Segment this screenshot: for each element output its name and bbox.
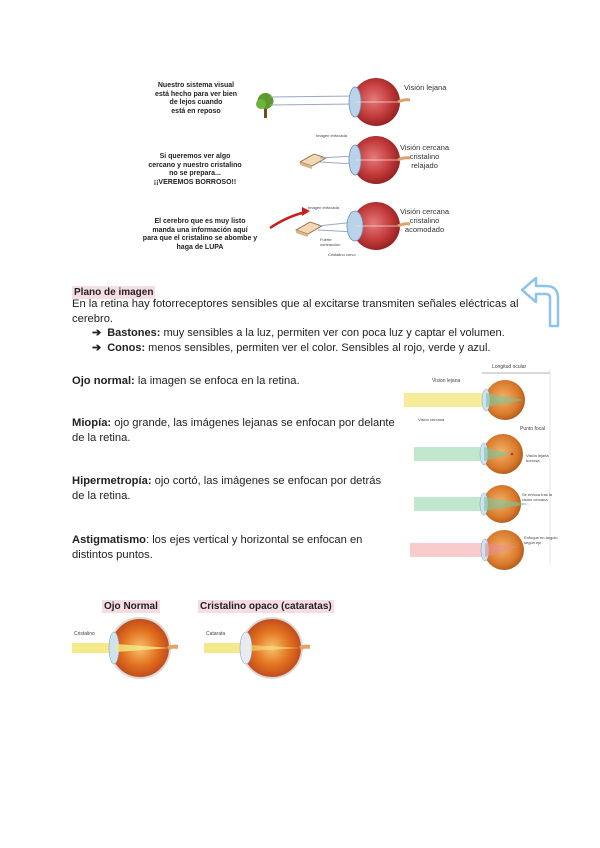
eye-icon bbox=[348, 78, 411, 126]
intro-text: En la retina hay fotorreceptores sensibl… bbox=[72, 298, 519, 325]
bullet-list: ➔ Bastones: muy sensibles a la luz, permi… bbox=[92, 326, 532, 356]
tree-icon bbox=[256, 93, 274, 118]
condition-term: Ojo normal: bbox=[72, 375, 135, 387]
condition-term: Miopía: bbox=[72, 417, 112, 429]
cataract-eye-label: Catarata bbox=[206, 631, 226, 637]
normal-eye-label: Cristalino bbox=[74, 631, 95, 637]
arrow-right-icon: ➔ bbox=[92, 327, 102, 339]
rf-label-axis: Longitud ocular bbox=[492, 364, 527, 370]
top-figure-drawing bbox=[256, 78, 411, 250]
bullet-conos: ➔ Conos: menos sensibles, permiten ver el… bbox=[92, 341, 532, 356]
book-icon bbox=[299, 153, 327, 169]
section-title: Plano de imagen bbox=[72, 286, 156, 299]
condition-desc: la imagen se enfoca en la retina. bbox=[134, 375, 300, 387]
red-arrow-icon bbox=[269, 207, 310, 230]
rf-label-hyper: Se enfoca tras la visión cercana bbox=[522, 492, 553, 502]
condition-term: Astigmatismo bbox=[72, 534, 146, 546]
row3-small-label-a: Imagen enfocada bbox=[308, 205, 339, 210]
row1-small-label: Imagen enfocada bbox=[316, 133, 347, 138]
condition-desc: ojo grande, las imágenes lejanas se enfo… bbox=[72, 417, 395, 444]
section-title-wrap: Plano de imagen bbox=[72, 282, 156, 300]
eye-icon bbox=[348, 136, 411, 184]
row3-small-label-c: Cristalino curvo bbox=[328, 252, 356, 257]
rf-label-near: Visión cercana bbox=[418, 417, 445, 422]
row3-caption: El cerebro que es muy listo manda una in… bbox=[142, 218, 258, 251]
book-icon bbox=[295, 221, 323, 237]
row2-label: Visión cercana cristalino relajado bbox=[400, 143, 450, 170]
curved-arrow-icon bbox=[520, 276, 560, 328]
rf-label-top: Vision lejana bbox=[432, 378, 461, 384]
top-figure: Nuestro sistema visual está hecho para v… bbox=[130, 70, 460, 265]
bullet-desc: muy sensibles a la luz, permiten ver con… bbox=[160, 327, 505, 339]
row2-caption: Si queremos ver algo cercano y nuestro c… bbox=[148, 153, 242, 186]
bullet-bastones: ➔ Bastones: muy sensibles a la luz, permi… bbox=[92, 326, 532, 341]
condition-miopia: Miopía: ojo grande, las imágenes lejanas… bbox=[72, 416, 397, 446]
eye-icon bbox=[72, 617, 179, 679]
eye-icon bbox=[204, 617, 311, 679]
arrow-right-icon: ➔ bbox=[92, 342, 102, 354]
row1-caption: Nuestro sistema visual está hecho para v… bbox=[154, 82, 238, 115]
eye-icon bbox=[346, 202, 411, 250]
rf-label-myopia: Visión lejana borrosa bbox=[526, 453, 549, 463]
normal-eye-title: Ojo Normal bbox=[102, 600, 160, 613]
row1-label: Visión lejana bbox=[404, 83, 447, 92]
condition-hipermetropia: Hipermetropía: ojo cortó, las imágenes s… bbox=[72, 474, 392, 504]
normal-title-wrap: Ojo Normal bbox=[102, 596, 160, 614]
cataract-title-wrap: Cristalino opaco (cataratas) bbox=[198, 596, 334, 614]
row3-label: Visión cercana cristalino acomodado bbox=[400, 207, 450, 234]
bullet-term: Bastones: bbox=[107, 327, 161, 339]
bullet-desc: menos sensibles, permiten ver el color. … bbox=[145, 342, 491, 354]
rf-label-focal: Punto focal bbox=[520, 426, 546, 432]
condition-desc: : los ejes vertical y horizontal se enfo… bbox=[72, 534, 363, 561]
row3-small-label-b: Fuerte contracción bbox=[320, 237, 341, 247]
condition-normal: Ojo normal: la imagen se enfoca en la re… bbox=[72, 374, 392, 389]
right-figure-drawing bbox=[404, 369, 551, 570]
condition-astigmatismo: Astigmatismo: los ejes vertical y horizo… bbox=[72, 533, 382, 563]
condition-term: Hipermetropía: bbox=[72, 475, 152, 487]
condition-desc: ojo cortó, las imágenes se enfocan por d… bbox=[72, 475, 382, 502]
rf-label-astig: Enfoque en ángulo según eje bbox=[524, 535, 558, 545]
bullet-term: Conos: bbox=[107, 342, 146, 354]
bottom-figure-drawing bbox=[72, 617, 311, 679]
cataract-eye-title: Cristalino opaco (cataratas) bbox=[198, 600, 334, 613]
right-figure: Vision lejana Longitud ocular Visión cer… bbox=[400, 365, 560, 575]
